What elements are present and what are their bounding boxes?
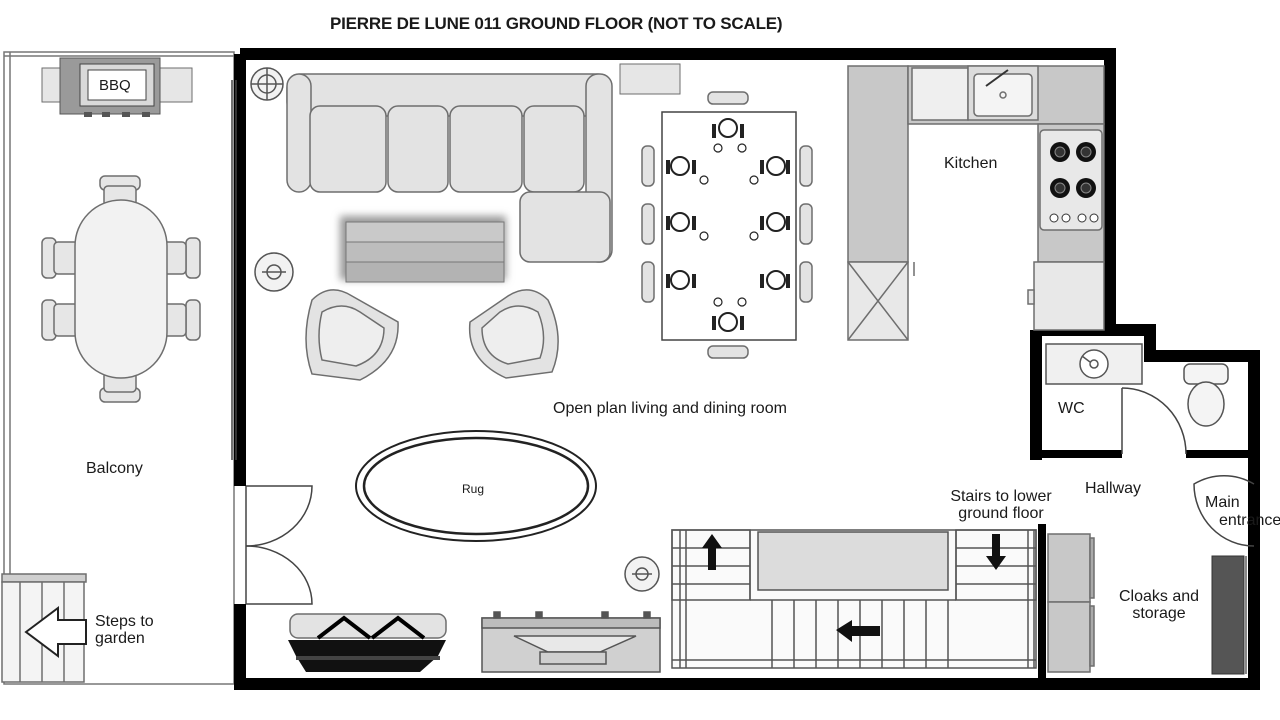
label-cloaks-line1: Cloaks and	[1118, 588, 1200, 605]
room-label-kitchen: Kitchen	[944, 155, 998, 172]
staircase	[671, 529, 1037, 669]
room-label-balcony: Balcony	[86, 460, 143, 477]
label-stairs-line2: ground floor	[958, 505, 1044, 522]
floor-lamp	[250, 67, 284, 101]
wc-door	[1121, 387, 1187, 455]
label-steps-line2: garden	[95, 630, 145, 647]
cloaks-storage	[1047, 533, 1095, 673]
side-lamp-2	[624, 556, 660, 592]
label-stairs-line1: Stairs to lower	[950, 488, 1052, 505]
hob	[1049, 142, 1099, 223]
armchair-right	[468, 289, 559, 379]
toilet	[1183, 363, 1229, 427]
tv-unit	[481, 611, 661, 673]
entrance-cabinet	[1211, 555, 1245, 675]
coffee-table	[340, 216, 506, 283]
armchair-left	[305, 289, 399, 381]
plan-title: PIERRE DE LUNE 011 GROUND FLOOR (NOT TO …	[330, 14, 783, 33]
walls	[234, 48, 1260, 690]
stair-arrow-left	[836, 620, 880, 642]
room-label-hallway: Hallway	[1085, 480, 1142, 497]
stair-arrow-up	[702, 534, 722, 570]
cabinet	[619, 63, 681, 95]
bbq-label: BBQ	[99, 77, 131, 94]
room-label-living: Open plan living and dining room	[553, 400, 787, 417]
label-main-entrance-line1: Main	[1205, 494, 1240, 511]
corner-sofa	[286, 73, 613, 263]
rug-label: Rug	[462, 482, 485, 496]
wc-sink	[1045, 343, 1143, 385]
balcony-door	[245, 485, 313, 605]
stair-arrow-down	[986, 534, 1006, 570]
side-lamp	[254, 252, 294, 292]
label-main-entrance-line2: entrance	[1219, 512, 1280, 529]
window-balcony	[231, 80, 237, 460]
label-steps-line1: Steps to	[95, 613, 154, 630]
main-entrance-door	[1193, 474, 1255, 547]
kitchen-units	[847, 65, 1105, 341]
balcony-dining-set	[41, 175, 201, 403]
garden-steps	[1, 573, 87, 683]
bbq	[41, 57, 193, 117]
rug	[355, 430, 597, 542]
room-label-wc: WC	[1058, 400, 1085, 417]
stove-fireplace	[288, 613, 447, 672]
dining-table	[641, 91, 813, 359]
label-cloaks-line2: storage	[1132, 605, 1186, 622]
